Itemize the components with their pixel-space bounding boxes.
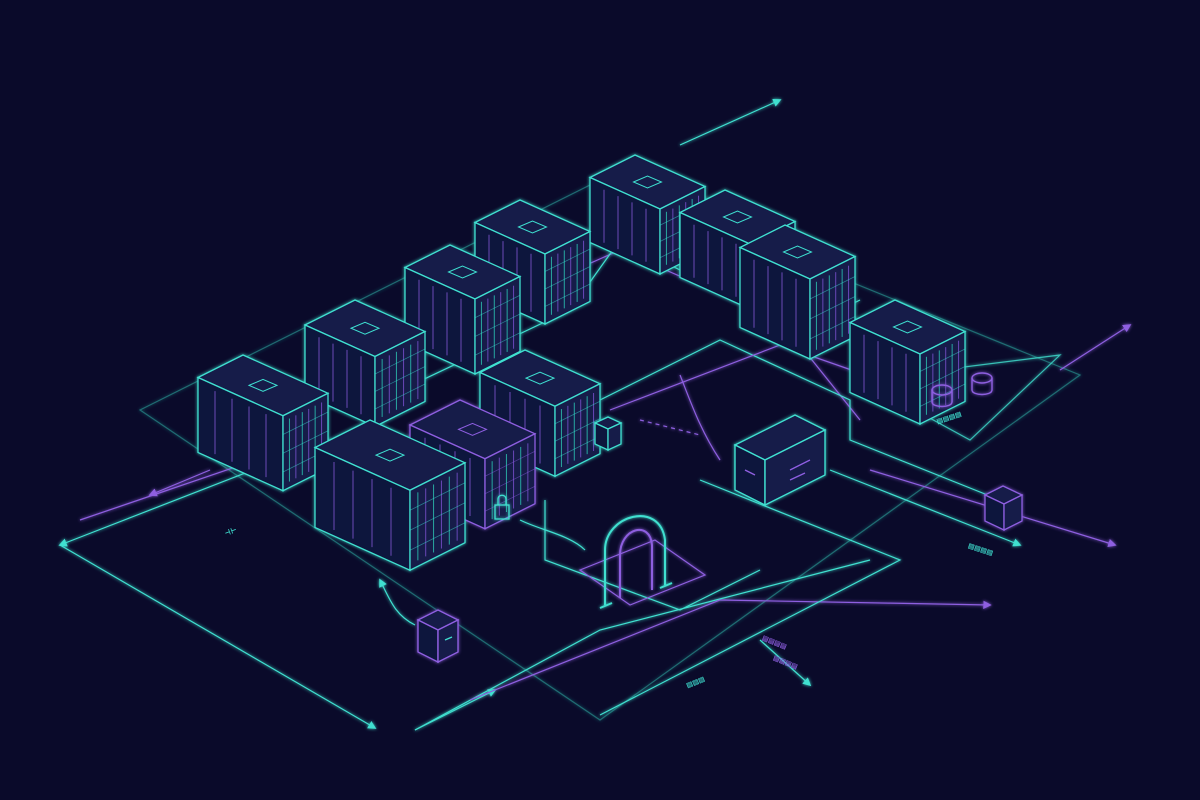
bottom-mid-label: ▤▤▤▤	[761, 634, 789, 653]
server-cabinet-icon	[738, 224, 857, 361]
bottom-right-label: ▤▤▤▤	[772, 654, 800, 673]
right-violet-arrow	[1059, 324, 1132, 371]
right-teal-arrow	[829, 469, 1022, 547]
small-module-icon-3	[983, 485, 1024, 532]
server-cabinets	[196, 154, 967, 572]
gate-pad	[578, 539, 707, 606]
bottom-violet-line	[469, 599, 992, 701]
left-marker-label: ⊣⊢	[224, 525, 239, 539]
server-cabinet-icon	[403, 244, 522, 376]
top-teal-arrow	[679, 98, 782, 146]
left-down-line	[59, 544, 377, 729]
bottom-left-label: ▤▤▤	[685, 674, 707, 690]
small-module-icon	[416, 609, 460, 664]
sensor-icon	[931, 372, 993, 408]
bottom-arrow-diag	[759, 639, 812, 687]
mid-violet-run	[609, 344, 881, 411]
bottom-right-teal	[599, 479, 902, 716]
right-lower-label: ▤▤▤▤	[967, 541, 995, 558]
arch-gateway-icon	[599, 515, 673, 609]
curve-flow-2	[679, 374, 721, 461]
lock-icon	[494, 494, 510, 520]
bottom-teal-arrow	[414, 689, 497, 731]
small-module-icon-2	[593, 416, 623, 452]
bottom-teal-line	[414, 559, 871, 731]
mid-dash	[639, 419, 701, 436]
violet-left-arrow	[148, 469, 211, 497]
server-cabinet-icon	[313, 419, 467, 572]
curve-flow-3	[519, 519, 586, 551]
switch-box-icon	[733, 414, 827, 507]
server-cabinet-icon	[848, 299, 967, 426]
curve-flow-1	[379, 578, 416, 626]
server-cabinet-icon	[303, 299, 427, 428]
mid-teal-run	[599, 339, 1001, 501]
